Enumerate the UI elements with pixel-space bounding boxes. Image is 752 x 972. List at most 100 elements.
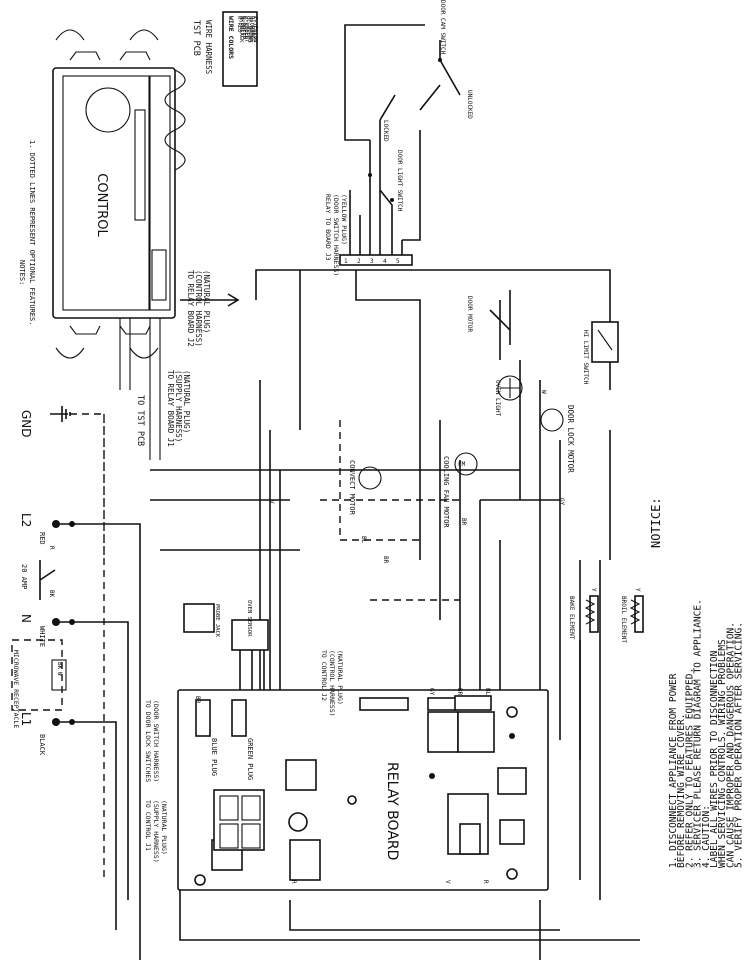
- wire-color-item: Y-YELLOW: [252, 16, 258, 43]
- svg-text:BR: BR: [382, 556, 389, 564]
- svg-text:BK: BK: [56, 662, 63, 670]
- notice-line: 3. SERVICER PLEASE RETURN DIAGRAM TO APP…: [693, 599, 704, 868]
- notice-heading: NOTICE:: [649, 497, 663, 548]
- wire-color-item: BK-BLACK: [238, 16, 244, 43]
- svg-text:TO RELAY BOARD J1: TO RELAY BOARD J1: [166, 370, 175, 447]
- svg-text:PROBE JACK: PROBE JACK: [214, 604, 220, 638]
- svg-text:TO TST PCB: TO TST PCB: [135, 395, 145, 446]
- wire-color-item: V-VIOLET: [243, 16, 249, 43]
- svg-text:MICROWAVE RECEPTACLE: MICROWAVE RECEPTACLE: [12, 650, 20, 728]
- svg-text:BLUE PLUG: BLUE PLUG: [210, 738, 218, 776]
- svg-text:BROIL ELEMENT: BROIL ELEMENT: [620, 596, 627, 643]
- svg-text:(NATURAL PLUG): (NATURAL PLUG): [336, 650, 344, 705]
- notice-line: 4. CAUTION:: [701, 805, 712, 868]
- oven-light: OVEN LIGHT: [494, 375, 523, 417]
- svg-text:BAKE ELEMENT: BAKE ELEMENT: [568, 596, 575, 640]
- svg-text:FM: FM: [458, 461, 466, 468]
- notice-line: 1. DISCONNECT APPLIANCE FROM POWER: [668, 673, 679, 868]
- wire-color-item: G-GREEN: [241, 16, 247, 39]
- notice-line: 5. VERIFY PROPER OPERATION AFTER SERVICI…: [734, 622, 745, 868]
- svg-text:Y: Y: [634, 588, 641, 592]
- svg-text:(SUPPLY HARNESS): (SUPPLY HARNESS): [174, 370, 183, 442]
- probe-jack: PROBE JACK: [183, 603, 220, 638]
- gnd-label: GND: [19, 410, 33, 438]
- svg-text:TO RELAY BOARD J2: TO RELAY BOARD J2: [186, 270, 195, 347]
- wire-color-item: GY-GRAY: [250, 16, 256, 40]
- l1-label: L1: [19, 712, 33, 726]
- svg-text:(SUPPLY HARNESS): (SUPPLY HARNESS): [152, 800, 160, 863]
- notes-heading: NOTES:: [18, 260, 26, 285]
- svg-text:V: V: [268, 500, 275, 504]
- svg-text:(YELLOW PLUG): (YELLOW PLUG): [340, 194, 348, 245]
- svg-text:(DOOR SWITCH HARNESS): (DOOR SWITCH HARNESS): [332, 194, 340, 276]
- relay-board-label: RELAY BOARD: [384, 762, 400, 860]
- door-switch-pin: 3: [370, 258, 374, 265]
- wire-colors-legend: WIRE COLORS R-REDBK-BLACKW-WHITEG-GREENV…: [222, 11, 258, 87]
- hi-limit-switch: HI LIMIT SWITCH: [582, 321, 619, 385]
- wire-color-item: W-WHITE: [240, 16, 246, 39]
- svg-text:COOLING FAN MOTOR: COOLING FAN MOTOR: [442, 456, 450, 528]
- tst-pcb-label: TST PCB: [191, 20, 201, 56]
- svg-text:RED: RED: [38, 532, 46, 545]
- svg-text:GY: GY: [558, 498, 565, 506]
- svg-text:20 AMP: 20 AMP: [20, 564, 28, 589]
- notes-line1: 1. DOTTED LINES REPRESENT OPTIONAL FEATU…: [28, 140, 36, 325]
- svg-text:(DOOR SWITCH HARNESS): (DOOR SWITCH HARNESS): [152, 700, 160, 782]
- door-motor-switch: DOOR MOTOR: [466, 290, 511, 345]
- bake-element: BAKE ELEMENT: [568, 595, 599, 640]
- broil-element: BROIL ELEMENT: [620, 595, 644, 643]
- notice-line: BEFORE REMOVING WIRE COVER.: [676, 714, 687, 868]
- notice-line: 2. REFER ONLY TO FEATURES EQUIPPED.: [684, 668, 695, 868]
- svg-text:TO CONTROL J1: TO CONTROL J1: [144, 800, 152, 851]
- notice-line: CAN CAUSE IMPROPER AND DANGEROUS OPERATI…: [725, 622, 736, 868]
- svg-text:BL: BL: [360, 536, 367, 544]
- svg-text:CONVECT MOTOR: CONVECT MOTOR: [348, 460, 356, 516]
- svg-text:BR: BR: [460, 518, 467, 526]
- svg-text:DOOR LIGHT SWITCH: DOOR LIGHT SWITCH: [396, 150, 403, 212]
- svg-text:BLACK: BLACK: [38, 734, 46, 756]
- wire-color-item: O-ORANGE: [249, 16, 255, 43]
- svg-text:TO CONTROL J2: TO CONTROL J2: [320, 650, 328, 701]
- wire-colors-title: WIRE COLORS: [227, 16, 235, 59]
- svg-text:(CONTROL HARNESS): (CONTROL HARNESS): [328, 650, 336, 717]
- svg-text:DOOR LOCK MOTOR: DOOR LOCK MOTOR: [566, 405, 575, 473]
- svg-text:BK: BK: [48, 590, 55, 598]
- svg-text:UNLOCKED: UNLOCKED: [466, 90, 473, 119]
- door-switch-pin: 1: [344, 258, 348, 265]
- svg-text:BR: BR: [194, 696, 201, 704]
- door-switch-pin: 2: [357, 258, 361, 265]
- svg-text:R: R: [290, 880, 297, 884]
- wire-harness-label: WIRE HARNESS: [204, 20, 213, 75]
- svg-text:GREEN PLUG: GREEN PLUG: [246, 738, 254, 780]
- svg-text:WHITE: WHITE: [38, 626, 46, 647]
- svg-text:V: V: [444, 880, 451, 884]
- svg-text:DOOR MOTOR: DOOR MOTOR: [466, 296, 473, 333]
- door-switch-pin: 4: [383, 258, 387, 265]
- svg-text:(CONTROL HARNESS): (CONTROL HARNESS): [194, 270, 203, 347]
- svg-text:BR: BR: [456, 688, 463, 696]
- svg-text:TO DOOR LOCK SWITCHES: TO DOOR LOCK SWITCHES: [144, 700, 152, 782]
- svg-text:LOCKED: LOCKED: [382, 120, 389, 142]
- door-switch-pin: 5: [396, 258, 400, 265]
- wire-color-item: BL-BLUE: [245, 16, 251, 39]
- convect-motor: CONVECT MOTOR: [348, 460, 382, 516]
- svg-text:(NATURAL PLUG): (NATURAL PLUG): [160, 800, 168, 855]
- control-module: CONTROL TST PCB WIRE HARNESS: [52, 20, 213, 359]
- svg-text:BL: BL: [484, 688, 491, 696]
- wire-color-item: R-RED: [236, 16, 242, 33]
- svg-text:R: R: [48, 546, 55, 550]
- oven-sensor: OVEN SENSOR: [231, 600, 269, 690]
- notice-line: LABEL ALL WIRES PRIOR TO DISCONNECTION: [709, 650, 720, 868]
- door-lock-motor: DOOR LOCK MOTOR: [540, 405, 575, 473]
- svg-text:W: W: [56, 672, 63, 676]
- svg-text:OVEN SENSOR: OVEN SENSOR: [246, 600, 252, 637]
- door-switch-assembly: 1 2 3 4 5 DOOR CAM SWITCH LOCKED UNLOCKED DO…: [324, 0, 473, 276]
- control-label: CONTROL: [94, 173, 109, 237]
- svg-text:DOOR CAM SWITCH: DOOR CAM SWITCH: [439, 0, 446, 55]
- svg-text:HI LIMIT SWITCH: HI LIMIT SWITCH: [582, 330, 589, 385]
- svg-text:R: R: [482, 880, 489, 884]
- notice-line: WHEN SERVICING CONTROLS. WIRING PROBLEMS: [717, 639, 728, 868]
- wire-color-item: BR-BROWN: [247, 16, 253, 43]
